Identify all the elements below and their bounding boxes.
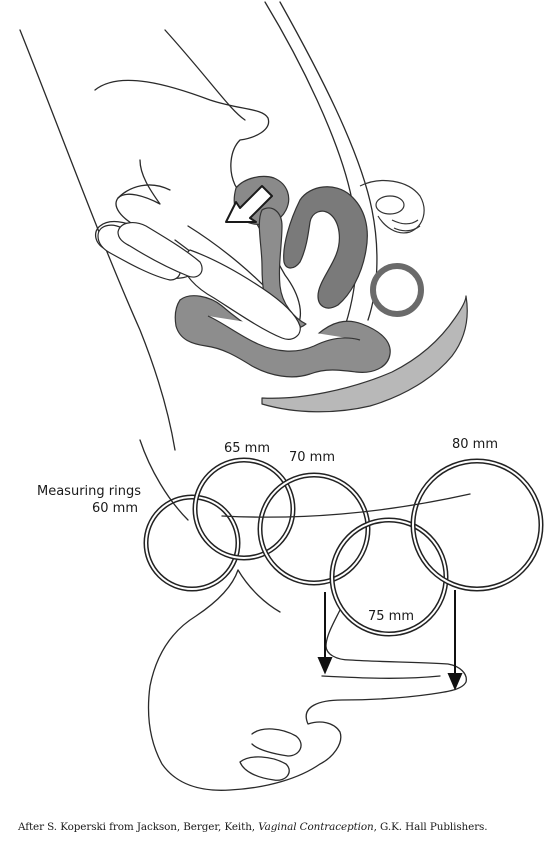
- arrow-right-head: [447, 673, 463, 691]
- caption-separator: ,: [251, 821, 259, 833]
- lower-hand-thumb: [251, 728, 302, 757]
- ring-70mm: [257, 472, 371, 586]
- ring-75mm: [329, 517, 449, 637]
- caption-suffix: , G.K. Hall Publishers.: [373, 821, 488, 833]
- caption-title: Vaginal Contraception: [258, 821, 374, 833]
- lower-hand-thumb-2: [239, 756, 290, 781]
- fallopian-tube: [359, 179, 425, 234]
- measuring-rings: [143, 457, 544, 637]
- ring-65mm: [192, 457, 296, 561]
- source-caption: After S. Koperski from Jackson, Berger, …: [18, 821, 548, 834]
- measuring-hand: [139, 439, 471, 791]
- caption-prefix: After S. Koperski from: [18, 821, 137, 833]
- lower-hand-outline: [147, 569, 467, 791]
- pessary-ring: [370, 263, 424, 317]
- ring-80mm: [410, 458, 544, 592]
- lower-hand-finger: [321, 675, 441, 679]
- direction-arrow: [225, 185, 273, 223]
- label-ring-75mm: 75 mm: [368, 609, 415, 624]
- upper-hand-thumb: [117, 184, 171, 199]
- label-measuring-rings: Measuring rings: [37, 484, 141, 499]
- thigh-contour-2: [164, 29, 246, 121]
- lower-hand-thigh-line: [139, 439, 189, 521]
- lower-hand-body-line: [221, 493, 471, 518]
- lower-hand-wrist: [237, 569, 281, 613]
- arrow-left-head: [317, 657, 333, 675]
- thigh-contour: [19, 29, 176, 451]
- label-ring-70mm: 70 mm: [289, 450, 336, 465]
- ring-60mm: [143, 494, 241, 592]
- tube-fimbria: [391, 219, 421, 232]
- label-ring-80mm: 80 mm: [452, 437, 499, 452]
- ovary: [375, 195, 405, 215]
- caption-authors: Jackson, Berger, Keith: [136, 821, 252, 833]
- pelvic-cross-section: [19, 1, 378, 451]
- measurement-arrows: [317, 590, 463, 691]
- uterus: [283, 186, 368, 309]
- label-ring-65mm: 65 mm: [224, 441, 271, 456]
- sacrum-band: [261, 295, 468, 413]
- finger-tip-2: [117, 222, 203, 278]
- label-ring-60mm: 60 mm: [92, 501, 139, 516]
- organ-shapes: [97, 175, 468, 413]
